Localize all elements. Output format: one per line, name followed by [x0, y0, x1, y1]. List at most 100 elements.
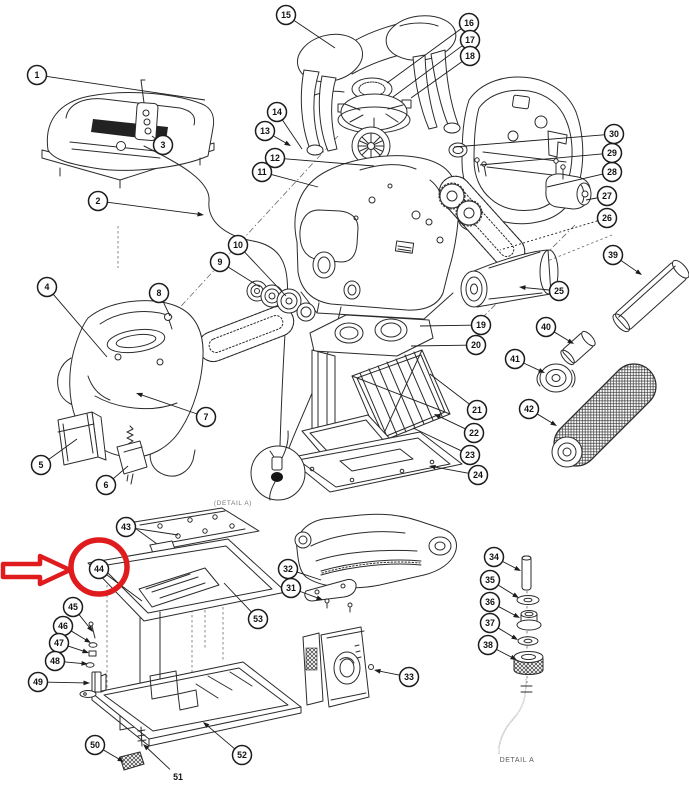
callout-9: 9	[209, 251, 231, 273]
small-hardware-right-drawing	[474, 130, 568, 180]
svg-text:10: 10	[233, 240, 243, 250]
callout-36: 36	[479, 591, 501, 613]
leader-line-26	[499, 220, 598, 251]
callout-22: 22	[463, 422, 485, 444]
leader-arrowhead-34	[514, 565, 521, 571]
callout-7: 7	[195, 406, 217, 428]
svg-text:3: 3	[161, 140, 166, 150]
svg-text:42: 42	[524, 404, 534, 414]
leader-line-51	[145, 746, 171, 770]
callout-6: 6	[95, 474, 117, 496]
detail-labels: (DETAIL A)DETAIL A	[214, 500, 534, 764]
callout-51: 51	[173, 772, 183, 782]
callout-8: 8	[148, 282, 170, 304]
callout-41: 41	[504, 348, 526, 370]
svg-text:50: 50	[90, 740, 100, 750]
leader-arrowhead-2	[197, 211, 204, 217]
svg-text:8: 8	[157, 288, 162, 298]
svg-text:18: 18	[465, 51, 475, 61]
leader-line-35	[498, 584, 516, 597]
leader-line-43	[135, 528, 179, 536]
callout-48: 48	[44, 650, 66, 672]
leader-line-5	[48, 438, 78, 460]
svg-text:45: 45	[68, 602, 78, 612]
pulley-41-drawing	[536, 363, 576, 393]
callout-10: 10	[227, 234, 249, 256]
callout-39: 39	[602, 244, 624, 266]
svg-text:34: 34	[489, 552, 499, 562]
callout-21: 21	[466, 399, 488, 421]
svg-text:9: 9	[218, 257, 223, 267]
leader-line-29	[479, 153, 603, 166]
callout-5: 5	[30, 454, 52, 476]
leader-line-13	[273, 135, 288, 145]
svg-text:43: 43	[121, 522, 131, 532]
leader-line-41	[523, 362, 542, 372]
callout-28: 28	[601, 161, 623, 183]
valve-screw-drawing	[116, 425, 148, 485]
leader-line-12	[284, 158, 375, 167]
leader-arrowhead-35	[512, 592, 519, 598]
callout-24: 24	[467, 464, 489, 486]
callout-35: 35	[479, 569, 501, 591]
callout-2: 2	[87, 190, 109, 212]
detail-a-stack-drawing	[498, 555, 544, 754]
callout-15: 15	[275, 4, 297, 26]
callouts: 1234567891011121314151617181920212223242…	[26, 4, 625, 782]
leader-line-6	[113, 465, 129, 479]
detail-a-caption-right: DETAIL A	[500, 757, 535, 764]
brush-roller-drawing	[551, 363, 657, 468]
leader-arrowhead-31	[316, 595, 323, 600]
sleeve-40-drawing	[560, 330, 596, 366]
svg-text:26: 26	[602, 213, 612, 223]
leader-line-45	[78, 614, 91, 630]
callout-27: 27	[596, 185, 618, 207]
leader-line-40	[554, 331, 571, 343]
leader-line-49	[47, 681, 87, 684]
base-plate-drawing	[287, 431, 463, 493]
svg-text:49: 49	[33, 677, 43, 687]
leader-arrowhead-24	[429, 464, 436, 470]
callout-50: 50	[84, 734, 106, 756]
callout-18: 18	[459, 45, 481, 67]
svg-text:37: 37	[485, 618, 495, 628]
leader-line-11	[271, 174, 319, 188]
leader-line-1	[46, 76, 206, 101]
callout-14: 14	[266, 101, 288, 123]
pump-motor-drawing	[337, 77, 412, 134]
callout-38: 38	[477, 634, 499, 656]
svg-text:13: 13	[260, 126, 270, 136]
svg-text:31: 31	[286, 583, 296, 593]
svg-text:28: 28	[607, 167, 617, 177]
pump-box-drawing	[302, 626, 374, 708]
callout-43: 43	[115, 516, 137, 538]
svg-text:41: 41	[510, 354, 520, 364]
leader-line-52	[205, 724, 235, 749]
leader-line-30	[453, 134, 605, 148]
power-supply-drawing	[41, 92, 215, 189]
leader-line-50	[103, 749, 121, 761]
svg-text:21: 21	[472, 405, 482, 415]
leader-arrowhead-50	[117, 756, 124, 762]
leader-line-8	[162, 301, 171, 317]
svg-text:11: 11	[257, 167, 266, 177]
leader-line-17	[392, 45, 463, 98]
leader-arrowhead-22	[434, 414, 441, 419]
svg-text:36: 36	[485, 597, 495, 607]
svg-text:25: 25	[554, 286, 564, 296]
leader-line-31	[300, 591, 320, 600]
leader-arrowhead-48	[81, 661, 88, 666]
leader-arrowhead-51	[143, 744, 150, 751]
leader-line-19	[419, 324, 472, 327]
callout-30: 30	[603, 123, 625, 145]
leader-line-47	[68, 645, 86, 653]
svg-text:4: 4	[45, 282, 50, 292]
leader-line-10	[244, 251, 287, 297]
svg-text:27: 27	[602, 191, 612, 201]
svg-text:48: 48	[50, 656, 60, 666]
leader-arrowhead-33	[374, 668, 381, 674]
leader-arrowhead-52	[203, 722, 210, 729]
svg-text:1: 1	[35, 70, 40, 80]
